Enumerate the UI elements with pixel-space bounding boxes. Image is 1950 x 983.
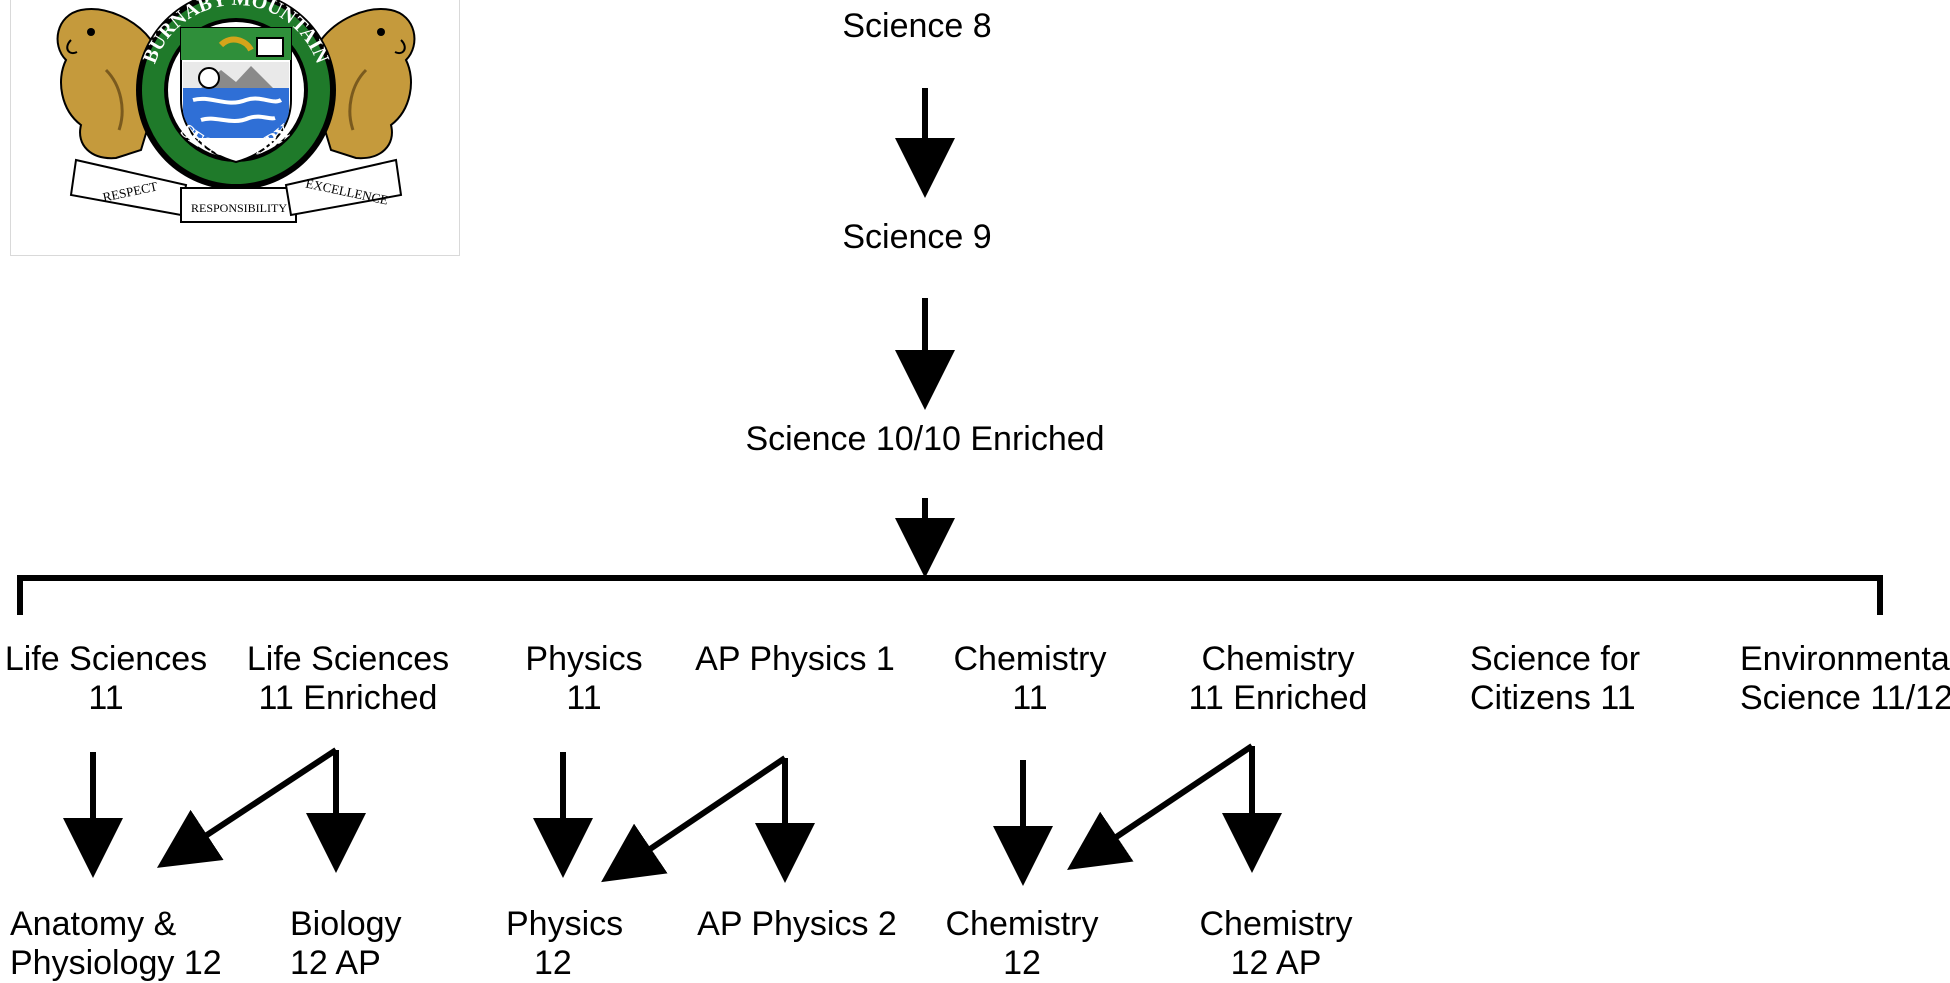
node-physics-11: Physics 11 bbox=[525, 640, 642, 718]
arrow-chem11e-chem12 bbox=[1067, 743, 1254, 871]
node-label: 11 bbox=[1012, 679, 1048, 717]
node-label: 11 Enriched bbox=[1188, 679, 1368, 717]
node-label: Life Sciences bbox=[246, 640, 450, 678]
node-environmental-science: Environmental Science 11/12 bbox=[1740, 640, 1950, 718]
node-ap-physics-2: AP Physics 2 bbox=[697, 905, 897, 944]
node-chemistry-11-enriched: Chemistry 11 Enriched bbox=[1189, 640, 1368, 718]
node-label: Chemistry bbox=[945, 905, 1099, 943]
node-ap-physics-1: AP Physics 1 bbox=[695, 640, 895, 679]
node-label: Citizens 11 bbox=[1470, 679, 1636, 717]
node-label: Environmental bbox=[1740, 640, 1950, 678]
node-physics-12: Physics 12 bbox=[506, 905, 623, 983]
node-label: Science 10/10 Enriched bbox=[745, 420, 1105, 458]
node-label: 11 bbox=[566, 679, 602, 717]
node-label: Science for bbox=[1470, 640, 1641, 678]
svg-text:RESPONSIBILITY: RESPONSIBILITY bbox=[191, 201, 287, 215]
node-chemistry-11: Chemistry 11 bbox=[953, 640, 1106, 718]
node-label: Science 8 bbox=[842, 7, 992, 45]
node-biology-12-ap: Biology 12 AP bbox=[290, 905, 402, 983]
node-chemistry-12: Chemistry 12 bbox=[945, 905, 1098, 983]
node-science-8: Science 8 bbox=[842, 7, 991, 46]
arrow-life11e-anat12 bbox=[156, 747, 338, 868]
node-science-9: Science 9 bbox=[842, 218, 991, 257]
node-label: 12 bbox=[1003, 944, 1041, 982]
node-label: 11 Enriched bbox=[258, 679, 438, 717]
school-crest-logo: BURNABY MOUNTAIN SECONDARY RESPECT RESPO… bbox=[10, 0, 460, 256]
arrow-apphys1-phys12 bbox=[601, 755, 787, 883]
node-label: Anatomy & bbox=[10, 905, 177, 943]
left-lion-icon bbox=[56, 8, 158, 160]
node-science-for-citizens-11: Science for Citizens 11 bbox=[1470, 640, 1640, 718]
node-science-10: Science 10/10 Enriched bbox=[745, 420, 1104, 459]
node-label: Physiology 12 bbox=[10, 944, 222, 982]
node-label: Chemistry bbox=[1201, 640, 1355, 678]
grade11-bracket bbox=[17, 575, 1883, 615]
node-chemistry-12-ap: Chemistry 12 AP bbox=[1199, 905, 1352, 983]
node-label: AP Physics 1 bbox=[695, 640, 895, 678]
node-label: Chemistry bbox=[1199, 905, 1353, 943]
node-label: Biology bbox=[290, 905, 402, 943]
node-label: Chemistry bbox=[953, 640, 1107, 678]
node-label: Science 9 bbox=[842, 218, 992, 256]
crest-image: BURNABY MOUNTAIN SECONDARY RESPECT RESPO… bbox=[56, 0, 416, 223]
node-label: 12 AP bbox=[290, 944, 381, 982]
node-label: 11 bbox=[88, 679, 124, 717]
node-anatomy-physiology-12: Anatomy & Physiology 12 bbox=[10, 905, 222, 983]
right-lion-icon bbox=[314, 8, 416, 160]
node-life-sciences-11: Life Sciences 11 bbox=[5, 640, 207, 718]
node-label: Life Sciences bbox=[4, 640, 208, 678]
node-label: Physics bbox=[525, 640, 643, 678]
node-label: Physics bbox=[506, 905, 624, 943]
node-label: AP Physics 2 bbox=[697, 905, 897, 943]
node-life-sciences-11-enriched: Life Sciences 11 Enriched bbox=[247, 640, 449, 718]
node-label: 12 bbox=[534, 944, 572, 982]
node-label: 12 AP bbox=[1230, 944, 1322, 982]
node-label: Science 11/12 bbox=[1740, 679, 1950, 717]
